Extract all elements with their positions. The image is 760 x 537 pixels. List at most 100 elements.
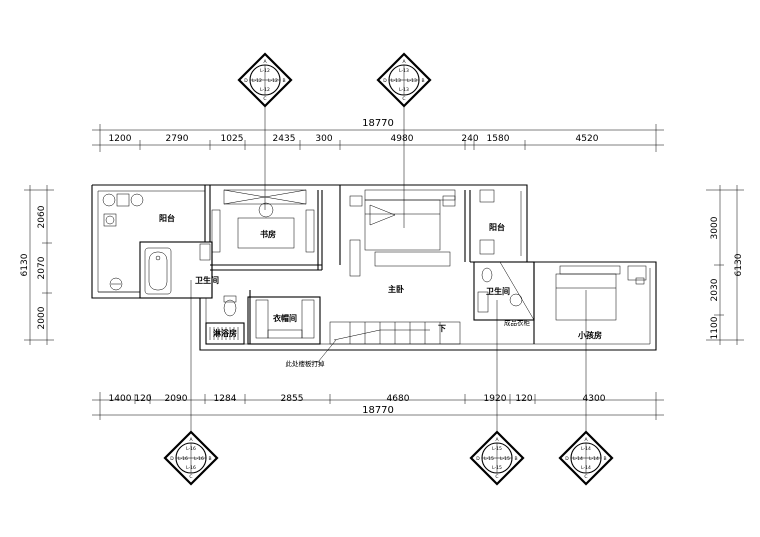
svg-text:C: C [495, 474, 498, 480]
svg-text:A: A [263, 59, 267, 65]
furniture-bathroom-right [477, 261, 535, 321]
top-dim-5: 300 [315, 134, 332, 144]
staircase [333, 322, 441, 344]
left-dim-3: 2000 [37, 306, 47, 329]
svg-text:C: C [189, 474, 192, 480]
svg-text:A: A [495, 437, 499, 443]
furniture-bathroom-left [199, 243, 237, 317]
label-down: 下 [438, 324, 446, 333]
furniture-cloakroom [255, 299, 315, 339]
svg-text:D: D [565, 456, 569, 462]
bottom-dim-4: 1284 [214, 394, 237, 404]
bottom-dimension-chain: 1400 120 2090 1284 2855 4680 1920 120 43… [92, 392, 664, 420]
svg-text:C: C [584, 474, 587, 480]
svg-text:D: D [170, 456, 174, 462]
svg-text:L-15: L-15 [492, 446, 502, 452]
right-dim-2: 2030 [710, 278, 720, 301]
svg-text:L-12: L-12 [268, 78, 278, 84]
svg-text:A: A [402, 59, 406, 65]
furniture-right-balcony [479, 189, 495, 255]
svg-text:L-12: L-12 [252, 78, 262, 84]
label-shower-room: 淋浴房 [213, 328, 237, 338]
bottom-dim-1: 1400 [109, 394, 132, 404]
right-dim-3: 1100 [710, 316, 720, 339]
bottom-dim-2: 120 [134, 394, 151, 404]
svg-text:B: B [282, 78, 285, 84]
right-total-dim: 6130 [734, 253, 744, 276]
elevation-marker-4: A L-15 D L-15 B L-15 L-15 C [469, 430, 525, 486]
svg-text:L-14: L-14 [589, 456, 599, 462]
right-dimension-chain: 3000 2030 1100 6130 [706, 185, 744, 345]
svg-text:A: A [584, 437, 588, 443]
svg-text:L-13: L-13 [391, 78, 401, 84]
left-dim-1: 2060 [37, 205, 47, 228]
top-dim-1: 1200 [109, 134, 132, 144]
furniture-master-bedroom [349, 189, 456, 277]
svg-text:A: A [189, 437, 193, 443]
bottom-dim-5: 2855 [281, 394, 304, 404]
bottom-dim-8: 120 [515, 394, 532, 404]
svg-text:L-12: L-12 [260, 68, 270, 74]
label-wardrobe: 成品衣柜 [504, 318, 531, 327]
top-dim-7: 240 [461, 134, 478, 144]
svg-text:B: B [421, 78, 424, 84]
svg-text:L-14: L-14 [573, 456, 583, 462]
furniture-study [211, 189, 315, 253]
label-kids-room: 小孩房 [577, 330, 602, 340]
svg-text:L-14: L-14 [581, 446, 591, 452]
label-study: 书房 [260, 229, 276, 239]
svg-text:C: C [263, 96, 266, 102]
svg-text:D: D [244, 78, 248, 84]
svg-text:B: B [603, 456, 606, 462]
right-dim-1: 3000 [710, 216, 720, 239]
bottom-dim-6: 4680 [387, 394, 410, 404]
top-dimension-chain: 18770 1200 2790 1025 2435 300 4980 240 1… [92, 118, 664, 152]
left-total-dim: 6130 [20, 253, 30, 276]
svg-text:L-16: L-16 [186, 465, 196, 471]
bottom-dim-7: 1920 [484, 394, 507, 404]
top-dim-3: 1025 [221, 134, 244, 144]
svg-text:L-15: L-15 [492, 465, 502, 471]
svg-text:D: D [383, 78, 387, 84]
svg-text:L-15: L-15 [500, 456, 510, 462]
top-dim-6: 4980 [391, 134, 414, 144]
elevation-marker-2: A L-13 D L-13 B L-13 L-13 C [376, 52, 432, 108]
svg-text:L-16: L-16 [186, 446, 196, 452]
svg-text:B: B [514, 456, 517, 462]
interior-walls [139, 185, 535, 345]
svg-text:C: C [402, 96, 405, 102]
top-dim-9: 4520 [576, 134, 599, 144]
svg-text:L-12: L-12 [260, 87, 270, 93]
top-dim-8: 1580 [487, 134, 510, 144]
furniture-kids-room [555, 265, 647, 321]
slab-note-leader [317, 339, 337, 363]
elevation-marker-1: A L-12 D L-12 B L-12 L-12 C [237, 52, 293, 108]
left-dimension-chain: 6130 2060 2070 2000 [20, 185, 54, 345]
svg-text:L-13: L-13 [407, 78, 417, 84]
label-cloakroom: 衣帽间 [273, 313, 297, 323]
top-dim-4: 2435 [273, 134, 296, 144]
svg-text:L-13: L-13 [399, 68, 409, 74]
bottom-dim-3: 2090 [165, 394, 188, 404]
note-floor-slab: 此处楼板打掉 [286, 359, 326, 368]
shower-grate [209, 327, 239, 340]
label-master-bedroom: 主卧 [388, 284, 404, 294]
svg-text:L-13: L-13 [399, 87, 409, 93]
label-balcony-left: 阳台 [159, 213, 175, 223]
svg-text:D: D [476, 456, 480, 462]
furniture-left-balcony [102, 193, 144, 291]
bottom-total-dim: 18770 [362, 405, 394, 416]
top-total-dim: 18770 [362, 118, 394, 129]
exterior-walls [91, 184, 657, 351]
top-dim-2: 2790 [166, 134, 189, 144]
label-bathroom-right: 卫生间 [486, 286, 510, 296]
left-dim-2: 2070 [37, 256, 47, 279]
label-balcony-right: 阳台 [489, 222, 505, 232]
svg-text:L-14: L-14 [581, 465, 591, 471]
bathtub [144, 247, 172, 295]
bottom-dim-9: 4300 [583, 394, 606, 404]
svg-text:L-16: L-16 [194, 456, 204, 462]
elevation-marker-3: A L-16 D L-16 B L-16 L-16 C [163, 430, 219, 486]
elevation-marker-5: A L-14 D L-14 B L-14 L-14 C [558, 430, 614, 486]
